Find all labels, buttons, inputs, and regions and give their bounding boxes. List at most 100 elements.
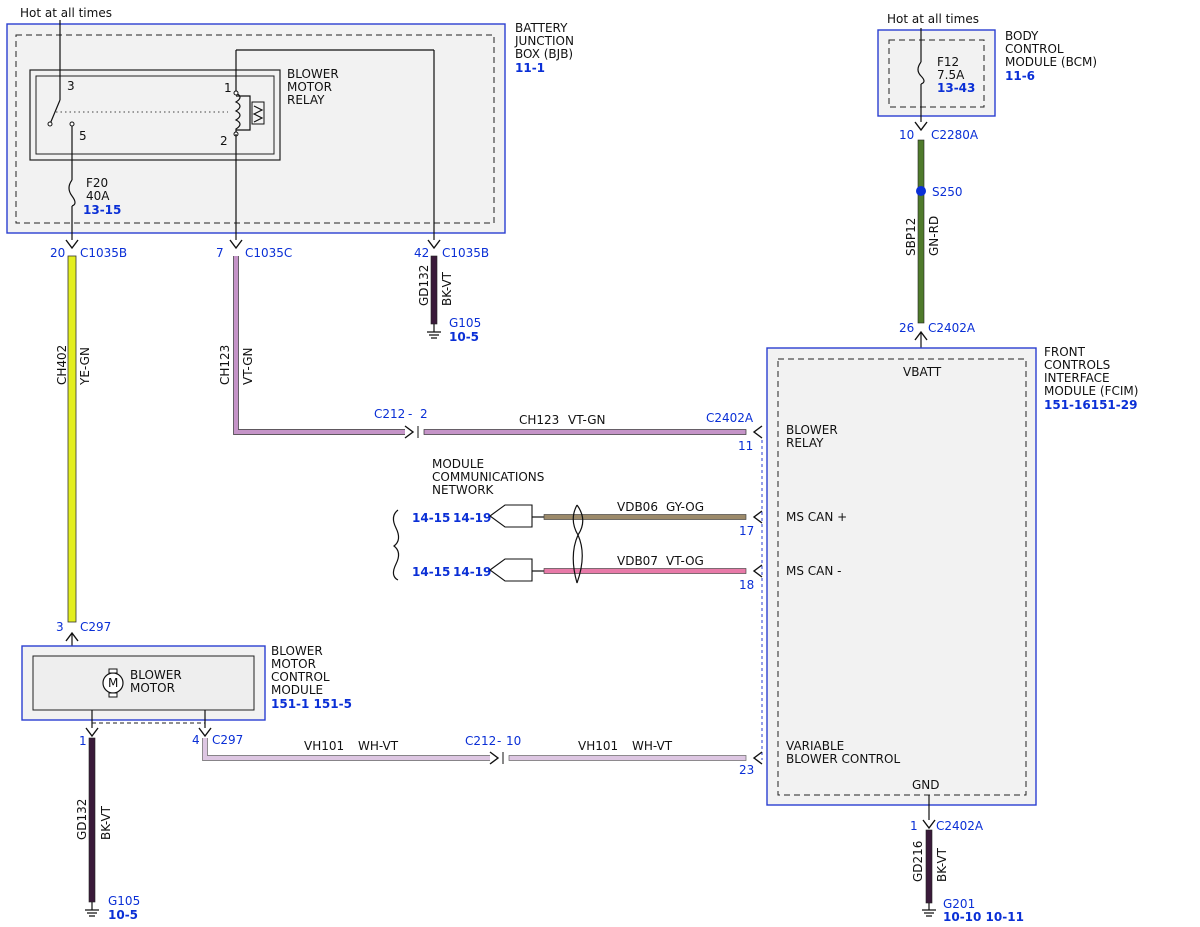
fcim-vbatt: VBATT [903,365,942,379]
ground-g201: G201 [943,897,975,911]
bcm-title-2: CONTROL [1005,42,1064,56]
svg-text:-: - [497,734,501,748]
bmcm-title-1: BLOWER [271,644,323,658]
wire-gd132-top: GD132 BK-VT G105 10-5 [417,255,481,344]
wire-ch123: CH123 VT-GN C212 - 2 CH123 VT-GN C2402A … [218,256,763,453]
pin-10: 10 [899,128,914,142]
fuse-f20-label: F20 [86,176,108,190]
bmcm-ref: 151-1 151-5 [271,697,352,711]
pin-42: 42 [414,246,429,260]
wire-vh101-color: WH-VT [358,739,399,753]
wire-vdb06-color: GY-OG [666,500,704,514]
fuse-f20-amp: 40A [86,189,110,203]
wire-gd216: 1 C2402A GD216 BK-VT G201 10-10 10-11 [910,795,1024,924]
relay-switch-contact [49,99,61,125]
wire-vh101-id: VH101 [304,739,344,753]
wire-gd132b-color: BK-VT [99,805,113,840]
network-connector-minus [489,558,533,582]
fuse-f20-ref: 13-15 [83,203,121,217]
bcm-title-1: BODY [1005,29,1039,43]
fcim-ms-can-plus: MS CAN + [786,510,847,524]
network-ref-b: 14-19 [453,511,491,525]
bjb-title-2: JUNCTION [514,34,574,48]
pin-17: 17 [739,524,754,538]
wire-gd216-color: BK-VT [935,847,949,882]
fcim-title-4: MODULE (FCIM) [1044,384,1138,398]
pin-11: 11 [738,439,753,453]
fcim-blower-relay-2: RELAY [786,436,824,450]
bjb-ref: 11-1 [515,61,545,75]
wire-vdb07-id: VDB07 [617,554,658,568]
fcim-ref: 151-16151-29 [1044,398,1137,412]
ground-g105-bottom: G105 [108,894,140,908]
motor-label-1: BLOWER [130,668,182,682]
ground-g105-bottom-icon [85,909,99,917]
fuse-f12-amp: 7.5A [937,68,965,82]
network-brace [392,509,400,581]
wire-ch123-h-id: CH123 [519,413,559,427]
ground-g201-icon [922,909,936,917]
fcim-vbc-1: VARIABLE [786,739,844,753]
wire-ch123-color: VT-GN [241,348,255,385]
connector-c297: C297 [80,620,111,634]
network-title-2: COMMUNICATIONS [432,470,544,484]
fcim-title-1: FRONT [1044,345,1086,359]
fuse-f12 [917,61,925,85]
fcim-gnd: GND [912,778,940,792]
motor-symbol: M [108,676,118,690]
connector-c2402a-mid: C2402A [706,411,754,425]
network-connector-plus [489,504,533,528]
relay-pin-1: 1 [224,81,232,95]
wire-ch123-h-color: VT-GN [568,413,605,427]
wire-sbp12-color: GN-RD [927,216,941,256]
pin-7: 7 [216,246,224,260]
splice-s250-label: S250 [932,185,963,199]
connector-c212-a-pin: 2 [420,407,428,421]
wire-ch123-id: CH123 [218,345,232,385]
relay-pin-2: 2 [220,134,228,148]
ground-g105-top: G105 [449,316,481,330]
wire-gd216-id: GD216 [911,841,925,882]
network-ref-c: 14-15 [412,565,450,579]
fuse-f12-label: F12 [937,55,959,69]
ground-g201-ref: 10-10 10-11 [943,910,1024,924]
connector-c2402a-bot: C2402A [936,819,984,833]
wire-ch402-id: CH402 [55,345,69,385]
relay-coil [234,50,241,134]
relay-title-1: BLOWER [287,67,339,81]
twisted-pair-icon [572,504,584,584]
blower-motor-control-module: 3 C297 M BLOWER MOTOR BLOWER MOTOR CONTR… [21,620,352,748]
wire-sbp12: S250 SBP12 GN-RD 26 C2402A [899,139,976,360]
connector-c212-a: C212 [374,407,405,421]
wire-gd132-color: BK-VT [440,271,454,306]
fcim-blower-relay-1: BLOWER [786,423,838,437]
network-ref-a: 14-15 [412,511,450,525]
ground-g105-bottom-ref: 10-5 [108,908,138,922]
battery-junction-box: Hot at all times BATTERY JUNCTION BOX (B… [6,6,574,240]
wire-vdb07-color: VT-OG [666,554,704,568]
fuse-f20 [68,179,76,207]
bcm-hot-label: Hot at all times [887,12,979,26]
connector-c1035b-2: C1035B [442,246,489,260]
relay-pin-5: 5 [79,129,87,143]
splice-s250 [916,186,926,196]
pin-3: 3 [56,620,64,634]
wire-gd132-id: GD132 [417,265,431,306]
pin-26: 26 [899,321,914,335]
pin-20: 20 [50,246,65,260]
bmcm-title-3: CONTROL [271,670,330,684]
wire-sbp12-id: SBP12 [904,218,918,256]
pin-4: 4 [192,733,200,747]
wire-vh101: VH101 WH-VT C212 - 10 VH101 WH-VT 23 [202,734,763,777]
fuse-f12-ref: 13-43 [937,81,975,95]
connector-c212-b-pin: 10 [506,734,521,748]
bcm-ref: 11-6 [1005,69,1035,83]
fcim-title-3: INTERFACE [1044,371,1110,385]
wire-vh101b-color: WH-VT [632,739,673,753]
motor-label-2: MOTOR [130,681,175,695]
bjb-title-1: BATTERY [515,21,568,35]
connector-c2402a-top: C2402A [928,321,976,335]
pin-1-fcim: 1 [910,819,918,833]
ground-g105-top-ref: 10-5 [449,330,479,344]
